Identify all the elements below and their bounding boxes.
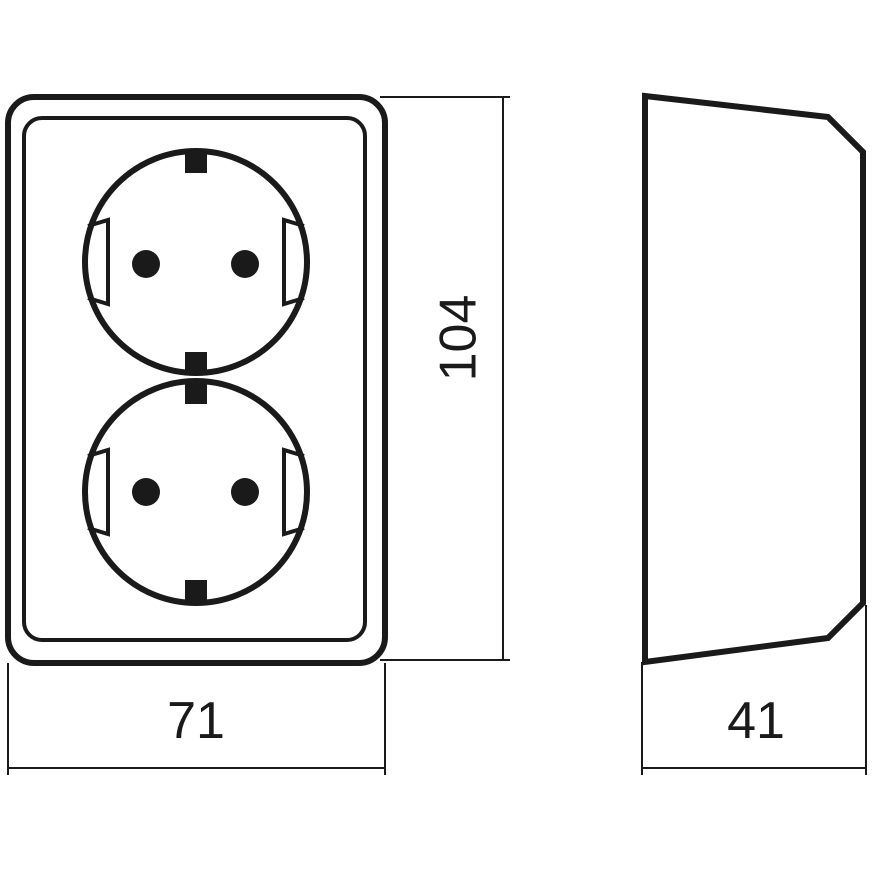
side-depth-label: 41 [727, 692, 785, 750]
upper-socket [82, 148, 310, 376]
upper-socket-top-notch [185, 153, 207, 173]
lower-socket-right-clip [282, 447, 305, 537]
front-view [5, 94, 388, 666]
lower-socket-right-pin-hole [231, 478, 259, 506]
lower-socket [82, 378, 310, 606]
upper-socket-left-clip [87, 217, 110, 307]
height-dimension: 104 [380, 96, 510, 661]
lower-socket-top-notch [185, 384, 207, 404]
upper-socket-right-clip [282, 217, 305, 307]
front-inner-frame [22, 116, 367, 642]
lower-socket-left-clip [87, 447, 110, 537]
upper-socket-ring [82, 148, 310, 376]
upper-socket-bottom-notch [185, 352, 207, 372]
front-width-label: 71 [167, 692, 225, 750]
height-label: 104 [430, 295, 488, 382]
lower-socket-bottom-notch [185, 580, 207, 600]
lower-socket-ring [82, 378, 310, 606]
upper-socket-left-pin-hole [132, 250, 160, 278]
upper-socket-right-pin-hole [231, 250, 259, 278]
side-view [642, 92, 866, 666]
side-depth-dimension: 41 [641, 605, 867, 775]
front-width-dimension: 71 [7, 663, 386, 775]
front-outer-frame [5, 94, 388, 666]
side-profile-outline [642, 92, 866, 666]
lower-socket-left-pin-hole [132, 478, 160, 506]
